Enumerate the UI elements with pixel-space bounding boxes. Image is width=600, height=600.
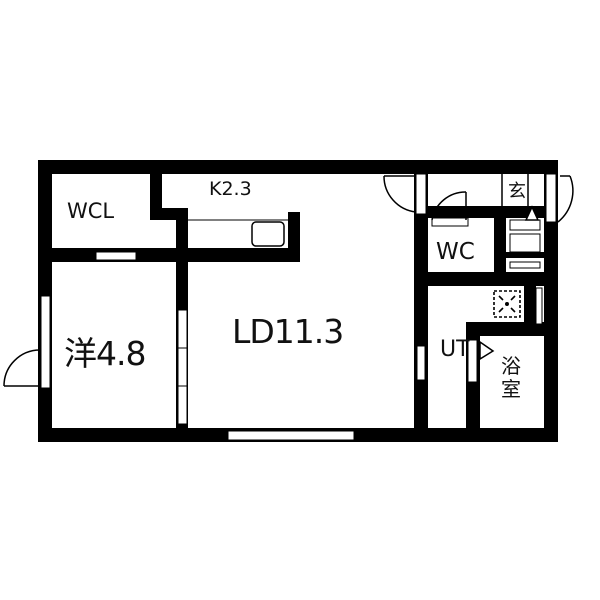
room-label-kitchen: K2.3 xyxy=(209,178,252,200)
room-label-living-dining: LD11.3 xyxy=(232,312,344,351)
room-label-toilet: WC xyxy=(436,239,475,265)
room-label-utility: UT xyxy=(440,337,470,362)
sink-icon xyxy=(251,221,285,247)
room-label-bathroom: 浴室 xyxy=(501,354,521,401)
room-label-western-room: 洋4.8 xyxy=(64,334,146,373)
room-label-wcl: WCL xyxy=(67,199,115,223)
room-label-entrance: 玄 xyxy=(508,181,526,202)
washer-pan-icon xyxy=(493,290,521,318)
openings xyxy=(40,173,557,441)
step-markers xyxy=(479,205,540,361)
door-swings xyxy=(3,175,574,388)
